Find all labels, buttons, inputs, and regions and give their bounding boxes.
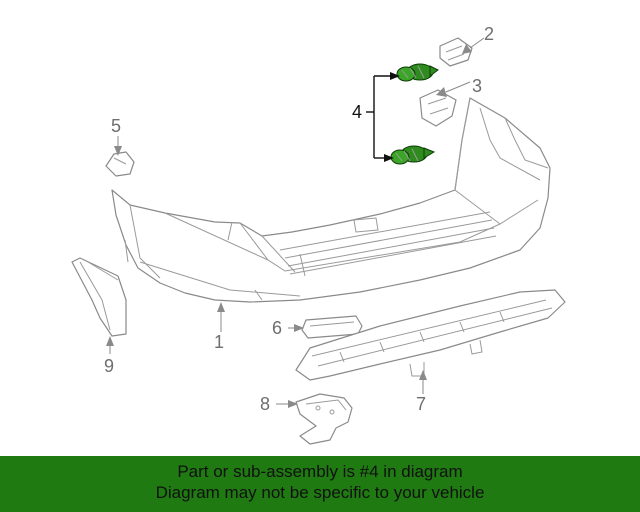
part-6-reflector — [301, 315, 363, 339]
callout-1: 1 — [214, 332, 224, 352]
part-8-bracket — [295, 393, 353, 445]
part-7-reinforcement — [295, 289, 566, 381]
callout-9: 9 — [104, 356, 114, 376]
banner-line-part-info: Part or sub-assembly is #4 in diagram — [177, 462, 463, 481]
callout-3: 3 — [472, 76, 482, 96]
leader-lines — [106, 37, 485, 408]
callout-7: 7 — [416, 394, 426, 414]
info-banner: Part or sub-assembly is #4 in diagram Di… — [0, 456, 640, 512]
callout-4: 4 — [352, 102, 362, 122]
parts-diagram: 1 2 3 4 5 6 7 8 9 — [71, 24, 566, 445]
callout-8: 8 — [260, 394, 270, 414]
banner-line-disclaimer: Diagram may not be specific to your vehi… — [155, 483, 485, 502]
part-4-push-clip-upper — [396, 63, 439, 82]
part-5-clip — [105, 151, 135, 177]
part-3-clip — [419, 89, 457, 127]
callout-2: 2 — [484, 24, 494, 44]
part-2-clip — [439, 37, 473, 67]
bumper-cover — [111, 97, 551, 303]
callout-6: 6 — [272, 318, 282, 338]
callout-5: 5 — [111, 116, 121, 136]
part-9-extension — [71, 257, 127, 337]
part-4-push-clip-lower — [390, 145, 436, 165]
